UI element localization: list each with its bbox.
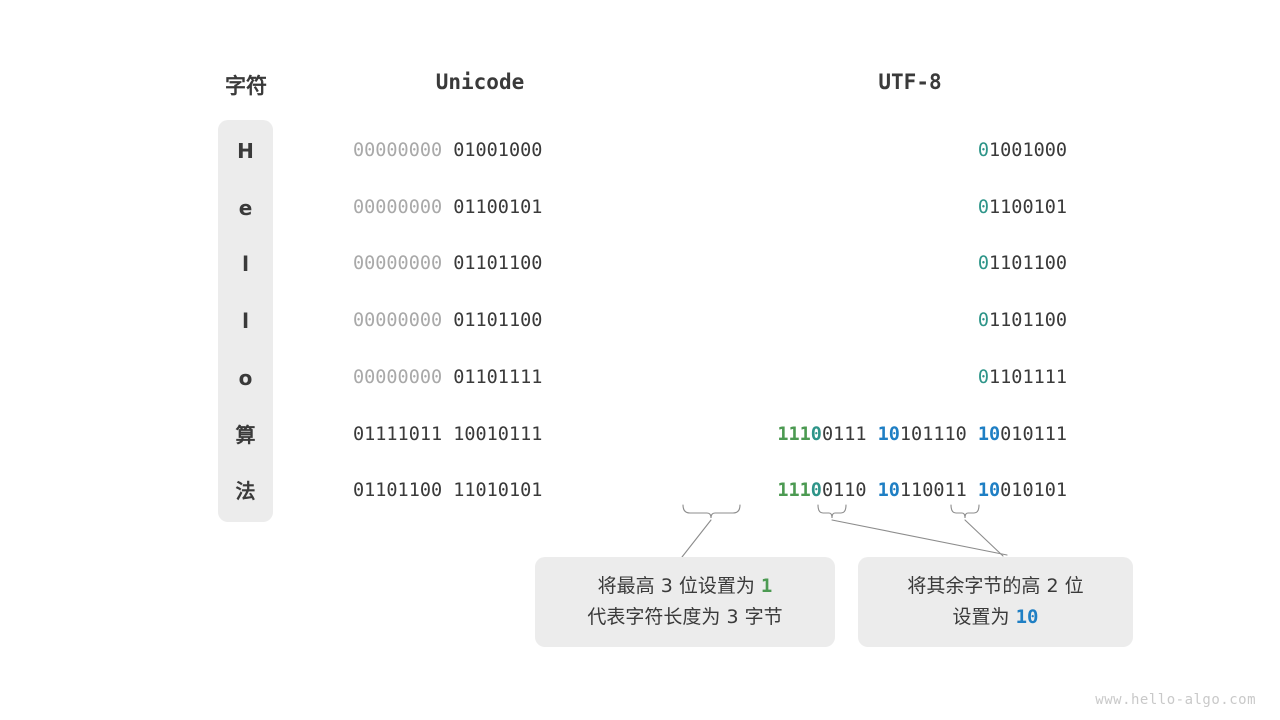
unicode-low-byte: 01100101 xyxy=(453,197,543,218)
character-cell: l xyxy=(242,252,249,276)
column-header-unicode: Unicode xyxy=(435,70,525,94)
callout-right-line1: 将其余字节的高 2 位 xyxy=(907,575,1084,597)
unicode-high-byte: 00000000 xyxy=(353,140,443,161)
callout-left-highlight-1: 1 xyxy=(760,575,773,597)
utf8-byte-payload: 101110 xyxy=(899,424,967,445)
utf8-byte: 10010101 xyxy=(978,480,1067,501)
utf8-byte-payload: 1101100 xyxy=(989,253,1067,274)
column-header-utf8: UTF-8 xyxy=(878,70,942,94)
unicode-high-byte: 00000000 xyxy=(353,253,443,274)
utf8-byte-prefix: 10 xyxy=(877,424,900,445)
utf8-byte-payload: 0110 xyxy=(821,480,867,501)
callout-right-line2: 设置为 10 xyxy=(953,602,1039,633)
unicode-cell: 00000000 01101100 xyxy=(353,308,607,334)
character-cell: 法 xyxy=(235,479,256,503)
character-cell: l xyxy=(242,309,249,333)
utf8-byte-payload: 010101 xyxy=(1000,480,1067,501)
callout-leading-bits: 将最高 3 位设置为 1 代表字符长度为 3 字节 xyxy=(535,557,835,647)
utf8-byte-prefix: 0 xyxy=(977,310,990,331)
utf8-byte-prefix: 10 xyxy=(877,480,900,501)
callout-left-line1-text: 将最高 3 位设置为 xyxy=(597,575,761,597)
unicode-low-byte: 01101100 xyxy=(453,310,543,331)
column-header-character: 字符 xyxy=(225,74,267,98)
unicode-cell: 00000000 01100101 xyxy=(353,195,607,221)
callout-continuation-bits: 将其余字节的高 2 位 设置为 10 xyxy=(858,557,1133,647)
utf8-byte: 01001000 xyxy=(978,140,1067,161)
unicode-cell: 00000000 01101100 xyxy=(353,251,607,277)
unicode-low-byte: 01101111 xyxy=(453,367,543,388)
utf8-cell: 11100110 10110011 10010101 xyxy=(777,478,1067,504)
utf8-byte-prefix-terminator: 0 xyxy=(810,424,822,445)
utf8-byte-prefix: 0 xyxy=(977,140,990,161)
utf8-byte: 11100111 xyxy=(777,424,866,445)
watermark: www.hello-algo.com xyxy=(1095,692,1256,708)
utf8-cell: 01101100 xyxy=(978,308,1067,334)
utf8-cell: 01100101 xyxy=(978,195,1067,221)
utf8-byte-prefix: 0 xyxy=(977,367,990,388)
utf8-byte-prefix-terminator: 0 xyxy=(810,480,822,501)
utf8-byte: 10010111 xyxy=(978,424,1067,445)
utf8-byte: 01101100 xyxy=(978,310,1067,331)
utf8-cell: 11100111 10101110 10010111 xyxy=(777,422,1067,448)
unicode-low-byte: 01001000 xyxy=(453,140,543,161)
utf8-byte-payload: 110011 xyxy=(899,480,967,501)
unicode-high-byte: 00000000 xyxy=(353,310,443,331)
character-cell: H xyxy=(237,139,254,163)
unicode-cell: 01101100 11010101 xyxy=(353,478,607,504)
utf8-byte-payload: 1100101 xyxy=(989,197,1067,218)
utf8-byte: 10110011 xyxy=(878,480,967,501)
utf8-byte-prefix: 0 xyxy=(977,197,990,218)
utf8-byte-payload: 010111 xyxy=(1000,424,1067,445)
utf8-byte: 01101100 xyxy=(978,253,1067,274)
unicode-low-byte: 01101100 xyxy=(453,253,543,274)
character-cell: e xyxy=(238,196,253,220)
utf8-byte-prefix: 10 xyxy=(977,480,1001,501)
unicode-high-byte: 01111011 xyxy=(353,424,443,445)
unicode-cell: 01111011 10010111 xyxy=(353,422,607,448)
utf8-cell: 01001000 xyxy=(978,138,1067,164)
unicode-cell: 00000000 01001000 xyxy=(353,138,607,164)
unicode-high-byte: 00000000 xyxy=(353,367,443,388)
character-column-panel xyxy=(218,120,273,522)
utf8-cell: 01101100 xyxy=(978,251,1067,277)
character-cell: 算 xyxy=(235,423,256,447)
utf8-byte-prefix: 0 xyxy=(977,253,990,274)
utf8-byte-payload: 1101100 xyxy=(989,310,1067,331)
utf8-byte-prefix: 111 xyxy=(777,480,811,501)
callout-right-highlight-10: 10 xyxy=(1015,606,1039,628)
utf8-byte: 01101111 xyxy=(978,367,1067,388)
utf8-cell: 01101111 xyxy=(978,365,1067,391)
utf8-byte: 10101110 xyxy=(878,424,967,445)
callout-right-line2-text: 设置为 xyxy=(952,606,1016,628)
utf8-byte-payload: 1001000 xyxy=(989,140,1067,161)
character-cell: o xyxy=(238,366,253,390)
callout-left-line2: 代表字符长度为 3 字节 xyxy=(587,606,783,628)
unicode-high-byte: 00000000 xyxy=(353,197,443,218)
unicode-high-byte: 01101100 xyxy=(353,480,443,501)
utf8-byte-prefix: 111 xyxy=(777,424,811,445)
utf8-byte-prefix: 10 xyxy=(977,424,1001,445)
utf8-byte-payload: 0111 xyxy=(821,424,867,445)
unicode-low-byte: 10010111 xyxy=(453,424,543,445)
utf8-byte: 01100101 xyxy=(978,197,1067,218)
callout-left-line1: 将最高 3 位设置为 1 xyxy=(598,571,773,602)
unicode-cell: 00000000 01101111 xyxy=(353,365,607,391)
utf8-byte: 11100110 xyxy=(777,480,866,501)
utf8-byte-payload: 1101111 xyxy=(989,367,1067,388)
unicode-low-byte: 11010101 xyxy=(453,480,543,501)
